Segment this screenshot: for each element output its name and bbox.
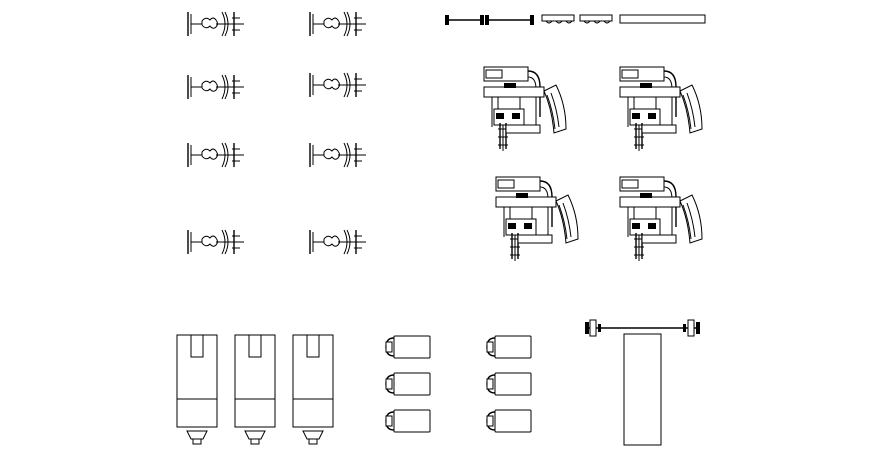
seat-icon: [385, 409, 431, 433]
barbell-icon: [445, 15, 484, 25]
gym-machine-icon: [495, 176, 579, 262]
seat-icon: [385, 372, 431, 396]
seats-left-column: [385, 335, 431, 433]
treadmill-icon: [176, 334, 218, 445]
exercise-bike-icon: [187, 11, 245, 37]
bench-board-icon: [619, 14, 706, 24]
barbell-icon: [485, 15, 534, 25]
multi-station-gym-machines: [483, 66, 703, 262]
exercise-bike-icon: [309, 72, 367, 98]
treadmill-icon: [292, 334, 334, 445]
exercise-bike-icon: [187, 229, 245, 255]
exercise-bike-icon: [309, 11, 367, 37]
dumbbell-rack-icon: [579, 14, 613, 24]
bench-pad-icon: [623, 333, 662, 446]
dumbbell-rack-icon: [541, 14, 575, 24]
weight-bench-with-barbell: [585, 319, 700, 446]
exercise-bike-icon: [309, 229, 367, 255]
exercise-bikes-left-column: [187, 11, 245, 255]
gym-machine-icon: [483, 66, 567, 152]
exercise-bike-icon: [187, 142, 245, 168]
gym-machine-icon: [619, 176, 703, 262]
seats-right-column: [486, 335, 532, 433]
seat-icon: [486, 335, 532, 359]
seat-icon: [385, 335, 431, 359]
treadmill-icon: [234, 334, 276, 445]
barbells-and-racks: [445, 14, 706, 25]
seat-icon: [486, 409, 532, 433]
exercise-bikes-right-column: [309, 11, 367, 255]
treadmills: [176, 334, 334, 445]
gym-machine-icon: [619, 66, 703, 152]
exercise-bike-icon: [187, 74, 245, 100]
exercise-bike-icon: [309, 142, 367, 168]
seat-icon: [486, 372, 532, 396]
